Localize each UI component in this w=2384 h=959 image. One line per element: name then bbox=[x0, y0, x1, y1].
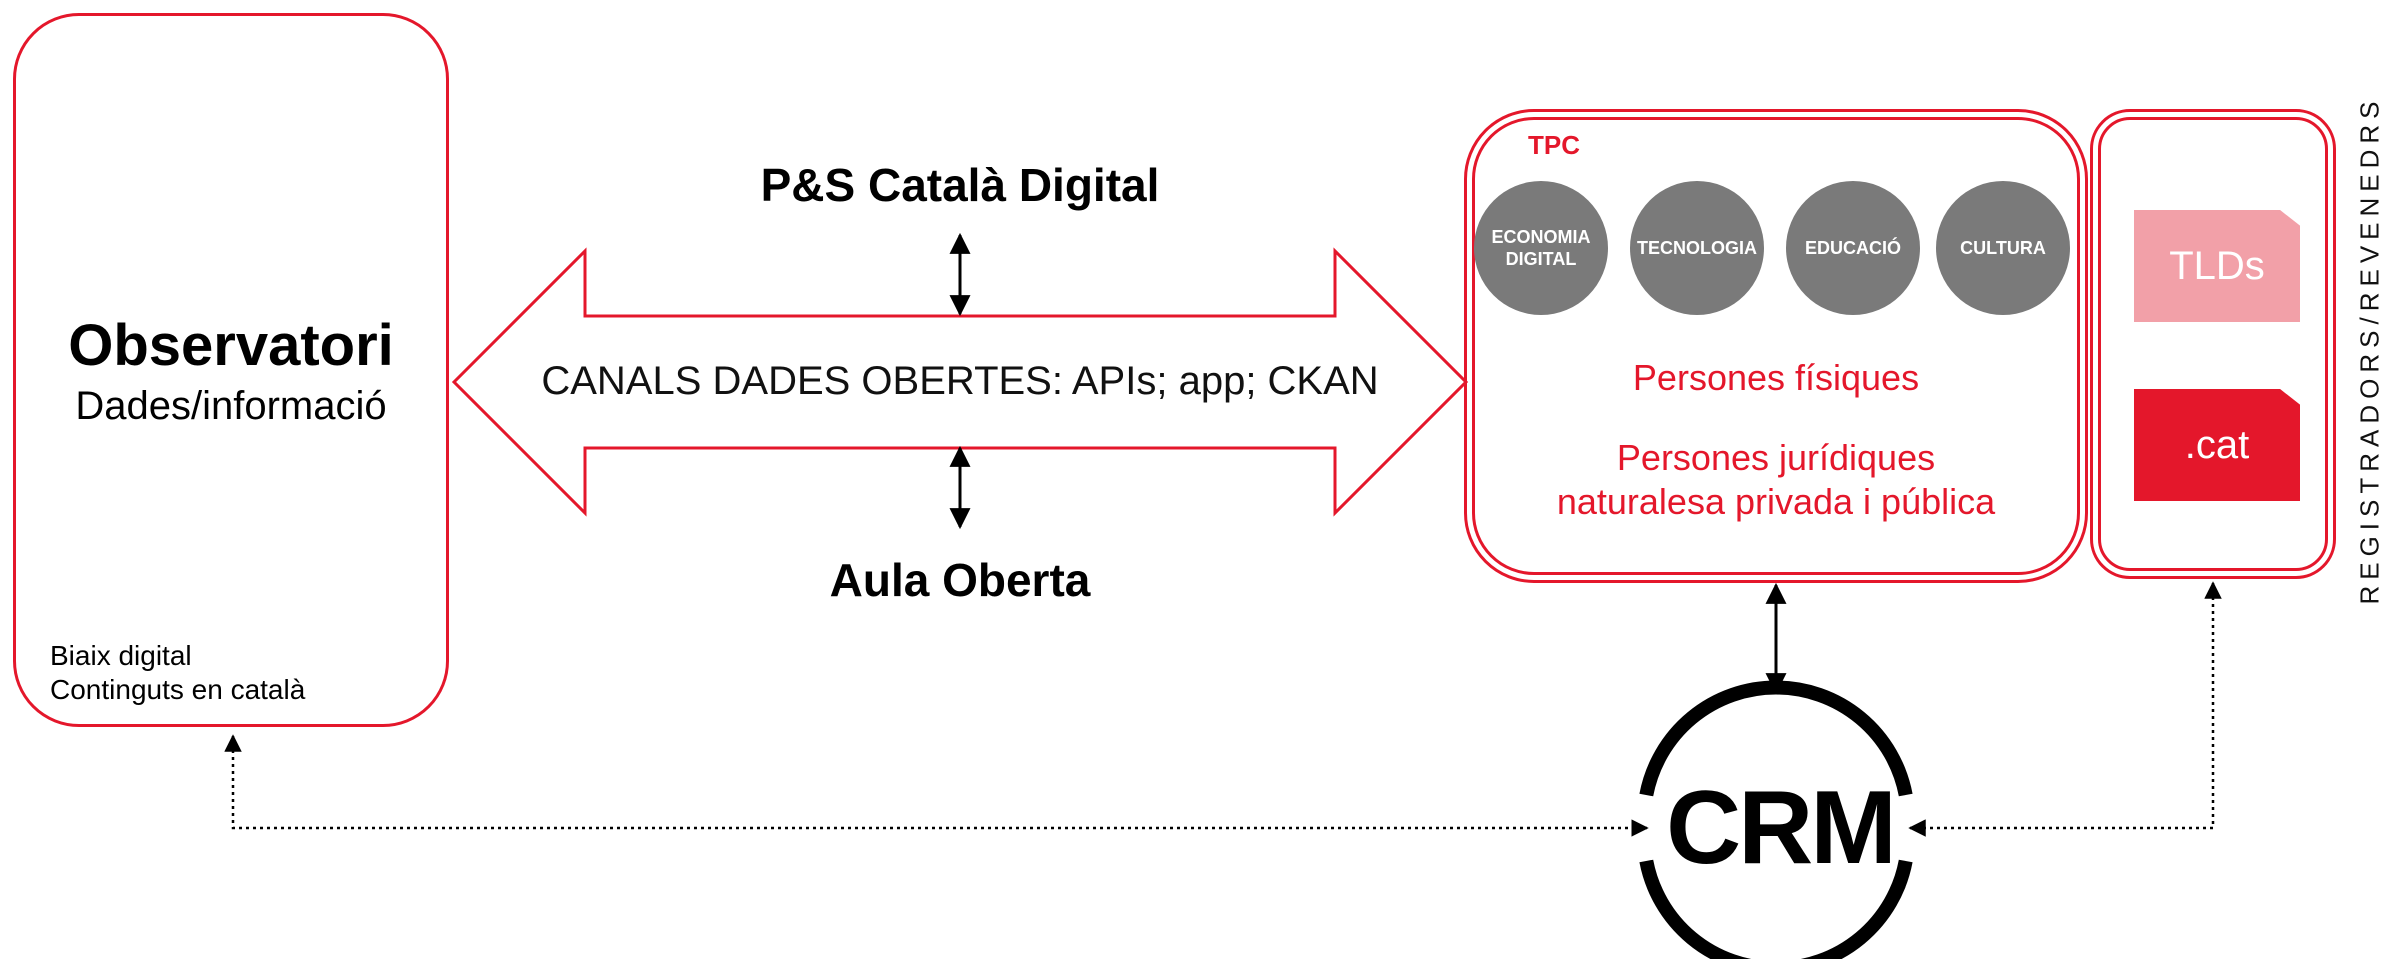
crm-circle-bottom-arc bbox=[1639, 859, 1913, 959]
tpc-label: TPC bbox=[1528, 130, 1580, 160]
registradors-crm-dotted-connector bbox=[1908, 581, 2222, 837]
tpc-box-inner bbox=[1472, 117, 2080, 575]
observatori-title: Observatori bbox=[68, 313, 394, 378]
observatori-crm-dotted-connector bbox=[224, 734, 1649, 837]
registradors-box-inner bbox=[2098, 117, 2328, 571]
persones-juridiques-sublabel: naturalesa privada i pública bbox=[1556, 481, 1996, 522]
observatori-subtitle: Dades/informació bbox=[75, 384, 387, 428]
tpc-box-outer bbox=[1464, 109, 2088, 583]
observatori-box bbox=[13, 13, 449, 727]
cat-tag: .cat bbox=[2134, 389, 2300, 501]
registradors-box-outer bbox=[2090, 109, 2336, 579]
registradors-vertical-label: REGISTRADORS/REVENEDRS bbox=[2354, 95, 2384, 605]
crm-circle-top-arc bbox=[1639, 680, 1913, 797]
sector-circle-tecnologia: TECNOLOGIA bbox=[1630, 181, 1764, 315]
sector-circle-educacio: EDUCACIÓ bbox=[1786, 181, 1920, 315]
open-data-channels-label: CANALS DADES OBERTES: APIs; app; CKAN bbox=[541, 359, 1379, 403]
aula-oberta-label: Aula Oberta bbox=[829, 554, 1091, 606]
observatori-note: Biaix digital bbox=[50, 640, 192, 671]
tlds-tag: TLDs bbox=[2134, 210, 2300, 322]
crm-label: CRM bbox=[1666, 770, 1897, 886]
ps-catala-digital-label: P&S Català Digital bbox=[760, 159, 1160, 211]
persones-fisiques-label: Persones físiques bbox=[1632, 357, 1920, 398]
sector-circle-cultura: CULTURA bbox=[1936, 181, 2070, 315]
observatori-note: Continguts en català bbox=[50, 674, 306, 705]
persones-juridiques-label: Persones jurídiques bbox=[1616, 437, 1936, 478]
sector-circle-economia-digital: ECONOMIA DIGITAL bbox=[1474, 181, 1608, 315]
